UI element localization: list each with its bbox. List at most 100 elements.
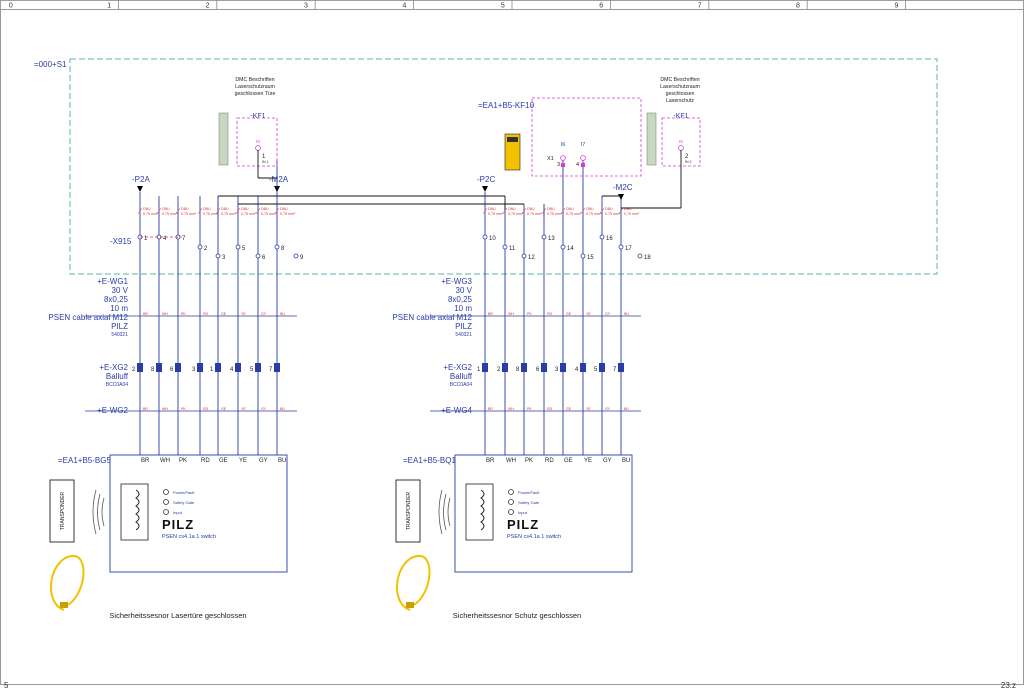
ruler-column-label: 1 (107, 3, 111, 10)
right-connector-id: +E-XG2 (443, 363, 472, 372)
relay-body (504, 133, 521, 171)
right-connector-pin (560, 363, 566, 372)
right-cable-id: +E-WG3 (441, 277, 472, 286)
right-led-label: Input (518, 510, 528, 515)
left-device-terminal-label: BR (141, 458, 150, 464)
right-connector-pin (541, 363, 547, 372)
left-terminal (274, 244, 280, 250)
ruler-column-label: 3 (304, 3, 308, 10)
left-connector-pin-number: 3 (192, 367, 196, 373)
right-coil-winding (480, 489, 485, 531)
right-wire-spec-cs: 0,75 mm² (586, 212, 602, 216)
left-cable-cores: 8x0,25 (104, 295, 129, 304)
right-cable-core-label: YE (586, 312, 591, 316)
ruler-column-label: 9 (894, 3, 898, 10)
right-device-model: PSEN cs4.1a 1 switch (507, 534, 561, 540)
right-cable-core-label: BU (624, 312, 629, 316)
right-connector-pin-number: 7 (613, 367, 617, 373)
right-dmc-pin-sub: IN 2 (685, 160, 691, 164)
left-terminal-number: 4 (163, 236, 167, 242)
left-cable-core-label: BU (280, 312, 285, 316)
left-terminal-number: 5 (242, 246, 246, 252)
left-wire-break (255, 207, 261, 215)
left-device-terminal-label: WH (160, 458, 170, 464)
left-potential-top-arrow (137, 186, 143, 192)
left-device-box (109, 454, 288, 573)
left-wire-spec-cs: 0,75 mm² (162, 212, 178, 216)
right-device-id: =EA1+B5-BQ1 (403, 456, 456, 465)
right-terminal (580, 253, 586, 259)
right-device-terminal-label: YE (584, 458, 592, 464)
right-wire-break (599, 207, 605, 215)
page-number-right: 23.z (1001, 681, 1016, 690)
left-wire-spec-cs: 0,75 mm² (181, 212, 197, 216)
left-wire-break (235, 207, 241, 215)
left-caption: Sicherheitssesnor Lasertüre geschlossen (109, 611, 246, 620)
left-cable-core-label: YE (241, 312, 246, 316)
right-terminal-number: 14 (567, 246, 574, 252)
right-cable-core-label: RD (547, 312, 553, 316)
relay-t3-label: 3 (557, 162, 560, 168)
right-connector-pin (618, 363, 624, 372)
relay-terminal-4 (581, 163, 585, 167)
right-transponder-label: TRANSPONDER (406, 491, 412, 530)
right-connector-pin-number: 3 (555, 367, 559, 373)
relay-t4-label: 4 (576, 162, 579, 168)
right-connector-part: BCC0A04 (450, 382, 472, 388)
left-potential-mid-arrow (274, 186, 280, 192)
frame-label: =000+S1 (34, 60, 67, 69)
right-terminal-number: 17 (625, 246, 632, 252)
right-cable-part: 540321 (455, 332, 472, 338)
left-device-model: PSEN cs4.1a 1 switch (162, 534, 216, 540)
right-connector-pin (482, 363, 488, 372)
left-cable-voltage: 30 V (112, 286, 129, 295)
left-wire-spec-cs: 0,75 mm² (241, 212, 257, 216)
right-dmc-pin-number: 2 (685, 154, 689, 160)
right-device-terminal-label: GE (564, 458, 573, 464)
left-terminal (235, 244, 241, 250)
right-cable-type: PSEN cable axial M12 (392, 313, 472, 322)
left-connector-pin (137, 363, 143, 372)
right-device-terminal-label: RD (545, 458, 554, 464)
relay-i6-label: I6 (561, 142, 566, 148)
right-cable2-core-label: PK (527, 407, 532, 411)
right-cable2-core-label: GE (566, 407, 572, 411)
left-connector-pin (235, 363, 241, 372)
right-terminal (482, 234, 488, 240)
right-dmc-text: DMC Beschriften (660, 77, 699, 83)
right-device-box (454, 454, 633, 573)
right-cable2-core-label: RD (547, 407, 553, 411)
left-connector-pin-number: 8 (151, 367, 155, 373)
right-wire-break (502, 207, 508, 215)
left-sensor-plug (60, 602, 68, 608)
right-potential-mid-label: -M2C (613, 183, 633, 192)
left-wire-spec-cs: 0,75 mm² (143, 212, 159, 216)
left-led (163, 499, 169, 505)
left-dmc-pin-code: I0 (256, 139, 260, 144)
right-wire-spec-color: DBU (488, 207, 496, 211)
right-connector-pin-number: 2 (497, 367, 501, 373)
left-wire-spec-color: DBU (261, 207, 269, 211)
right-terminal-number: 18 (644, 255, 651, 261)
left-dmc-pin-number: 1 (262, 154, 266, 160)
right-led-label: Power/Fault (518, 490, 540, 495)
left-terminal-number: 6 (262, 255, 266, 261)
relay-x1-label: X1 (547, 156, 554, 162)
frame-border (0, 9, 1024, 685)
left-wire-spec-color: DBU (203, 207, 211, 211)
left-cable-maker: PILZ (111, 322, 128, 331)
right-terminal (637, 253, 643, 259)
left-connector-pin (255, 363, 261, 372)
right-terminal (521, 253, 527, 259)
left-wire-break (156, 207, 162, 215)
left-led-label: Safety Gate (173, 500, 195, 505)
left-potential-top-label: -P2A (132, 175, 150, 184)
left-cable2-core-label: GE (221, 407, 227, 411)
right-wire-spec-cs: 0,75 mm² (624, 212, 640, 216)
right-device-brand: PILZ (507, 517, 539, 532)
right-connector-pin-number: 8 (516, 367, 520, 373)
left-dmc-device-outline (236, 117, 278, 167)
left-terminal (255, 253, 261, 259)
right-connector-pin-number: 5 (594, 367, 598, 373)
